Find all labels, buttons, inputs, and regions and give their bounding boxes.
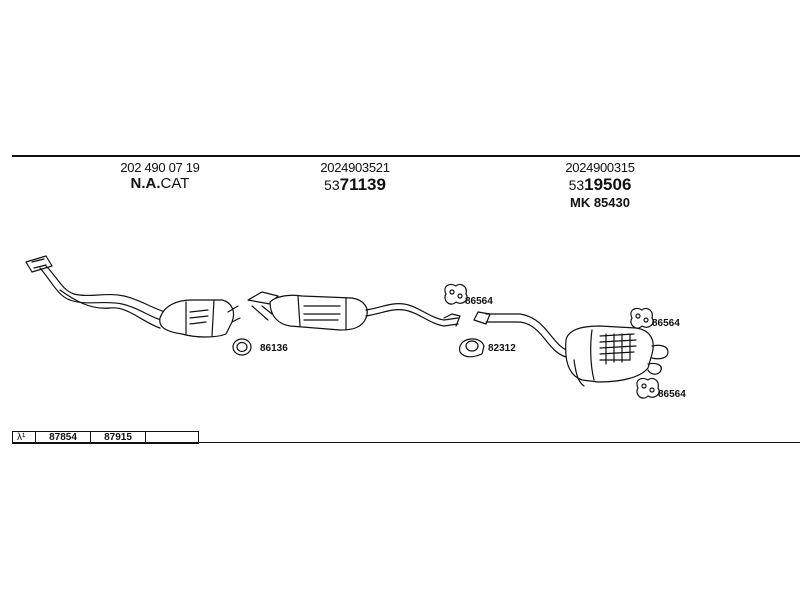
part-column-middle: 2024903521 5371139: [300, 160, 410, 195]
bottom-rule: [12, 442, 800, 443]
part-number: 2024903521: [320, 160, 390, 175]
table-cell: 87854: [35, 431, 91, 444]
part-name: N.A.CAT: [105, 175, 215, 192]
part-number: 2024900315: [565, 160, 635, 175]
part-name-prefix: 53: [324, 177, 340, 193]
lambda-symbol: λ¹: [12, 431, 36, 444]
part-name-main: N.A.: [130, 175, 161, 192]
part-number: 202 490 07 19: [120, 160, 200, 175]
callout-86564: 86564: [652, 318, 680, 329]
part-name: 5319506: [545, 175, 655, 195]
callout-86136: 86136: [260, 343, 288, 354]
part-name-main: 19506: [584, 175, 632, 194]
lambda-sensor-table: λ¹ 87854 87915: [12, 431, 199, 444]
clamp-icon: [232, 338, 252, 356]
rubber-hanger-icon: [444, 283, 468, 305]
callout-86564: 86564: [658, 389, 686, 400]
callout-86564: 86564: [465, 296, 493, 307]
top-rule: [12, 155, 800, 157]
table-row: λ¹ 87854 87915: [12, 431, 199, 444]
front-pipe-icon: [25, 255, 173, 329]
clamp-icon: [459, 338, 485, 358]
part-name: 5371139: [300, 175, 410, 195]
catalytic-converter-icon: [159, 299, 241, 338]
table-cell: [145, 431, 199, 444]
part-name-prefix: 53: [568, 177, 585, 193]
part-name-main: 71139: [339, 175, 386, 194]
middle-silencer-icon: [247, 291, 461, 331]
part-column-rear: 2024900315 5319506 MK 85430: [545, 160, 655, 210]
table-cell: 87915: [90, 431, 146, 444]
callout-82312: 82312: [488, 343, 516, 354]
part-name-suffix: CAT: [160, 175, 190, 192]
rear-silencer-icon: [473, 311, 669, 387]
part-mk-number: MK 85430: [570, 195, 630, 210]
part-column-front: 202 490 07 19 N.A.CAT: [105, 160, 215, 192]
rubber-hanger-icon: [636, 377, 660, 399]
rubber-hanger-icon: [630, 307, 654, 329]
